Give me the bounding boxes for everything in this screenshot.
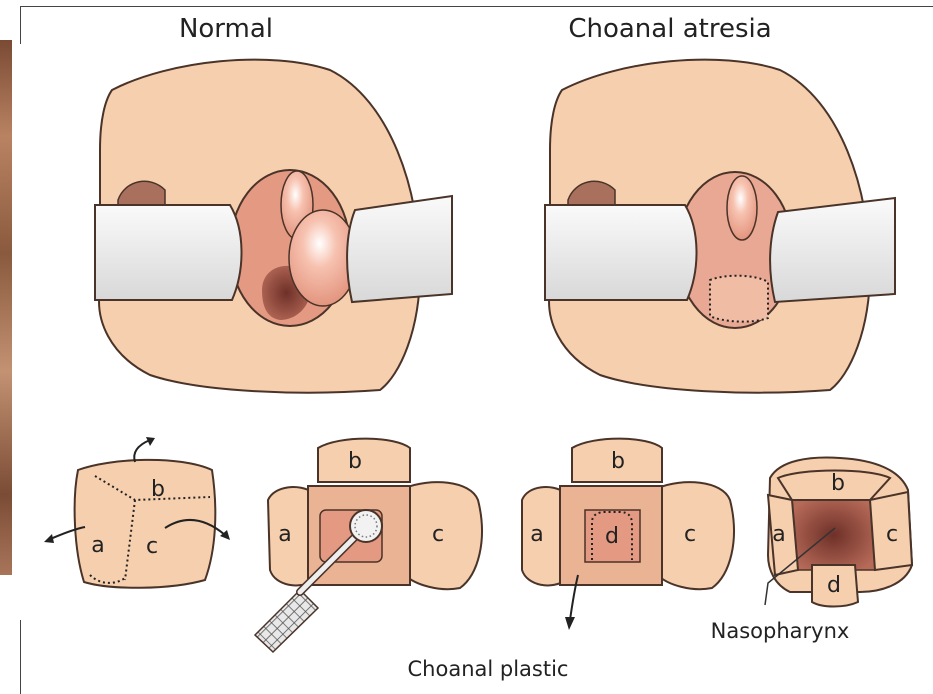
- flap-label-c: c: [146, 534, 158, 559]
- flap-label-a: a: [91, 533, 104, 558]
- middle-turbinate: [727, 176, 757, 240]
- speculum-blade-left: [545, 205, 697, 300]
- nasopharynx-opening: [792, 500, 875, 570]
- title-normal: Normal: [179, 14, 273, 44]
- label-nasopharynx: Nasopharynx: [711, 619, 850, 643]
- normal-nose-view: [95, 60, 452, 393]
- result-panel: b a c d: [765, 458, 912, 607]
- flap-label-c: c: [684, 522, 696, 547]
- flap-label-a: a: [278, 522, 291, 547]
- title-choanal-atresia: Choanal atresia: [568, 14, 771, 44]
- speculum-blade-left: [95, 205, 242, 300]
- drilling-panel: b a c: [255, 439, 482, 652]
- flap-b: [318, 439, 410, 482]
- mucosa-square: [75, 460, 216, 588]
- arrow-up-icon: [134, 440, 150, 462]
- arrow-head: [565, 617, 575, 630]
- flap-label-a: a: [530, 522, 543, 547]
- flap-label-b: b: [348, 449, 362, 474]
- flap-label-b: b: [151, 477, 165, 502]
- flap-label-a: a: [772, 522, 785, 547]
- flap-label-d: d: [605, 524, 619, 549]
- flap-label-c: c: [432, 522, 444, 547]
- flap-label-d: d: [827, 573, 841, 598]
- flap-label-c: c: [886, 522, 898, 547]
- arrow-head: [44, 534, 54, 543]
- atresia-nose-view: [545, 60, 895, 393]
- atretic-plate-outline: [710, 276, 768, 322]
- speculum-blade-right: [770, 198, 895, 302]
- flap-incision-panel: b a c: [44, 437, 230, 588]
- speculum-blade-right: [347, 196, 452, 302]
- flap-label-b: b: [611, 449, 625, 474]
- flap-d-panel: b a c d: [522, 439, 734, 630]
- drill-handle: [255, 590, 318, 652]
- label-choanal-plastic: Choanal plastic: [408, 657, 569, 681]
- flap-label-b: b: [831, 471, 845, 496]
